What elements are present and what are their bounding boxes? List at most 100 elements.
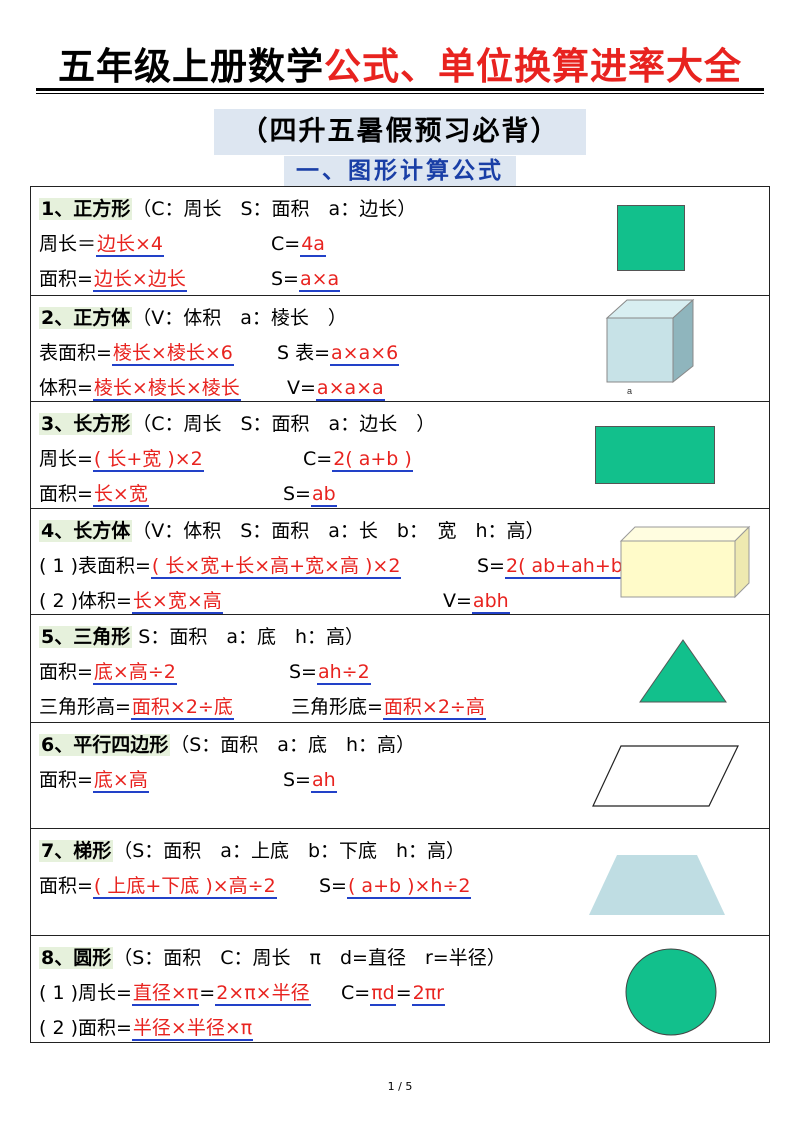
equals-sign: =	[395, 982, 412, 1004]
formula-words: ( 长×宽+长×高+宽×高 )×2	[150, 555, 402, 579]
symbol-value: ah	[310, 769, 337, 793]
formula-line: 三角形高=面积×2÷底 三角形底=面积×2÷高	[39, 691, 599, 723]
symbol-label: C=	[271, 233, 301, 255]
symbol-value: 2( ab+ah+bh )	[504, 555, 650, 579]
formula-words: 棱长×棱长×6	[111, 342, 234, 366]
symbol-label: 三角形底=	[291, 696, 383, 718]
formula-table: 1、正方形（C：周长 S：面积 a：边长） 周长＝边长×4 C=4a 面积=边长…	[30, 186, 770, 1043]
formula-label: 表面积=	[39, 342, 112, 364]
formula-line: 周长＝边长×4 C=4a	[39, 228, 599, 260]
row-title: 4、长方体	[39, 520, 133, 542]
row-header: 7、梯形（S：面积 a：上底 b：下底 h：高）	[39, 835, 465, 867]
formula-words: 半径×半径×π	[131, 1017, 254, 1041]
cube-shape: a	[605, 298, 695, 396]
symbol-label: S=	[477, 555, 505, 577]
symbol-label: S=	[283, 769, 311, 791]
formula-line: 面积=( 上底+下底 )×高÷2 S=( a+b )×h÷2	[39, 870, 599, 902]
symbol-label: V=	[287, 377, 316, 399]
symbol-value: 2( a+b )	[332, 448, 413, 472]
formula-line: 面积=底×高 S=ah	[39, 764, 599, 796]
section-heading: 一、图形计算公式	[284, 156, 516, 186]
symbol-formula: S=( a+b )×h÷2	[319, 870, 472, 902]
row-title: 3、长方形	[39, 413, 133, 435]
formula-label: 面积=	[39, 769, 93, 791]
row-header: 1、正方形（C：周长 S：面积 a：边长）	[39, 193, 416, 225]
row-header: 6、平行四边形（S：面积 a：底 h：高）	[39, 729, 415, 761]
formula-label: 面积=	[39, 661, 93, 683]
row-parallelogram: 6、平行四边形（S：面积 a：底 h：高） 面积=底×高 S=ah	[31, 722, 769, 828]
symbol-formula: 三角形底=面积×2÷高	[291, 691, 486, 723]
row-header: 8、圆形（S：面积 C：周长 π d=直径 r=半径）	[39, 942, 506, 974]
page-number: 1 / 5	[387, 1080, 413, 1093]
row-title: 2、正方体	[39, 307, 133, 329]
formula-line: ( 2 )面积=半径×半径×π	[39, 1012, 599, 1044]
row-rectangle: 3、长方形（C：周长 S：面积 a：边长 ） 周长=( 长+宽 )×2 C=2(…	[31, 401, 769, 508]
symbol-label: S=	[271, 268, 299, 290]
symbol-formula: C=πd=2πr	[341, 977, 445, 1009]
trapezoid-shape	[589, 855, 725, 915]
formula-words: 棱长×棱长×棱长	[92, 377, 241, 401]
page-title: 五年级上册数学公式、单位换算进率大全	[0, 36, 800, 90]
row-header: 3、长方形（C：周长 S：面积 a：边长 ）	[39, 408, 435, 440]
row-title: 8、圆形	[39, 947, 114, 969]
formula-label: 面积=	[39, 268, 93, 290]
title-black: 五年级上册数学	[58, 45, 324, 88]
formula-label: ( 1 )表面积=	[39, 555, 151, 577]
equals-sign: =	[199, 982, 216, 1004]
formula-line: ( 1 )表面积=( 长×宽+长×高+宽×高 )×2 S=2( ab+ah+bh…	[39, 550, 650, 582]
symbol-value: a×a×a	[315, 377, 385, 401]
row-title: 7、梯形	[39, 840, 114, 862]
symbol-value-alt: 2πr	[411, 982, 445, 1006]
title-rule-thin	[36, 93, 764, 94]
formula-label: ( 2 )体积=	[39, 590, 132, 612]
formula-label: 周长=	[39, 448, 93, 470]
row-legend: （S：面积 a：上底 b：下底 h：高）	[113, 840, 466, 862]
formula-label: ( 2 )面积=	[39, 1017, 132, 1039]
symbol-formula: S=2( ab+ah+bh )	[477, 550, 650, 582]
formula-words: 底×高	[92, 769, 149, 793]
symbol-label: S=	[283, 483, 311, 505]
subtitle: （四升五暑假预习必背）	[214, 109, 586, 155]
symbol-value: πd	[370, 982, 396, 1006]
formula-label: ( 1 )周长=	[39, 982, 132, 1004]
formula-label: 面积=	[39, 483, 93, 505]
formula-label: 三角形高=	[39, 696, 131, 718]
cuboid-shape	[619, 525, 751, 599]
row-title: 1、正方形	[39, 198, 133, 220]
row-square: 1、正方形（C：周长 S：面积 a：边长） 周长＝边长×4 C=4a 面积=边长…	[31, 187, 769, 295]
formula-line: 面积=底×高÷2 S=ah÷2	[39, 656, 599, 688]
row-legend: S：面积 a：底 h：高）	[132, 626, 365, 648]
square-shape	[617, 205, 685, 271]
cube-edge-label: a	[627, 386, 632, 396]
formula-words: 面积×2÷底	[130, 696, 234, 720]
symbol-formula: S=ah÷2	[289, 656, 371, 688]
symbol-value: ah÷2	[316, 661, 371, 685]
symbol-value: ab	[310, 483, 337, 507]
formula-words: 直径×π	[131, 982, 200, 1006]
symbol-formula: C=4a	[271, 228, 326, 260]
symbol-label: S=	[289, 661, 317, 683]
rectangle-shape	[595, 426, 715, 484]
formula-words-alt: 2×π×半径	[215, 982, 311, 1006]
formula-words: 底×高÷2	[92, 661, 177, 685]
row-header: 2、正方体（V：体积 a：棱长 ）	[39, 302, 347, 334]
row-circle: 8、圆形（S：面积 C：周长 π d=直径 r=半径） ( 1 )周长=直径×π…	[31, 935, 769, 1042]
symbol-formula: V=a×a×a	[287, 372, 385, 404]
formula-words: 边长×4	[96, 233, 165, 257]
title-red: 公式、单位换算进率大全	[324, 45, 742, 88]
symbol-label: C=	[341, 982, 371, 1004]
formula-words: ( 长+宽 )×2	[92, 448, 204, 472]
symbol-value: 4a	[300, 233, 326, 257]
row-header: 4、长方体（V：体积 S：面积 a：长 b： 宽 h：高）	[39, 515, 545, 547]
circle-shape	[625, 948, 717, 1036]
row-legend: （C：周长 S：面积 a：边长 ）	[132, 413, 436, 435]
symbol-formula: S 表=a×a×6	[277, 337, 400, 369]
row-legend: （S：面积 a：底 h：高）	[170, 734, 415, 756]
row-legend: （C：周长 S：面积 a：边长）	[132, 198, 417, 220]
symbol-formula: V=abh	[443, 585, 510, 617]
formula-line: ( 1 )周长=直径×π=2×π×半径 C=πd=2πr	[39, 977, 599, 1009]
row-legend: （S：面积 C：周长 π d=直径 r=半径）	[113, 947, 506, 969]
formula-line: 体积=棱长×棱长×棱长 V=a×a×a	[39, 372, 599, 404]
symbol-value: a×a×6	[330, 342, 400, 366]
formula-words: ( 上底+下底 )×高÷2	[92, 875, 277, 899]
